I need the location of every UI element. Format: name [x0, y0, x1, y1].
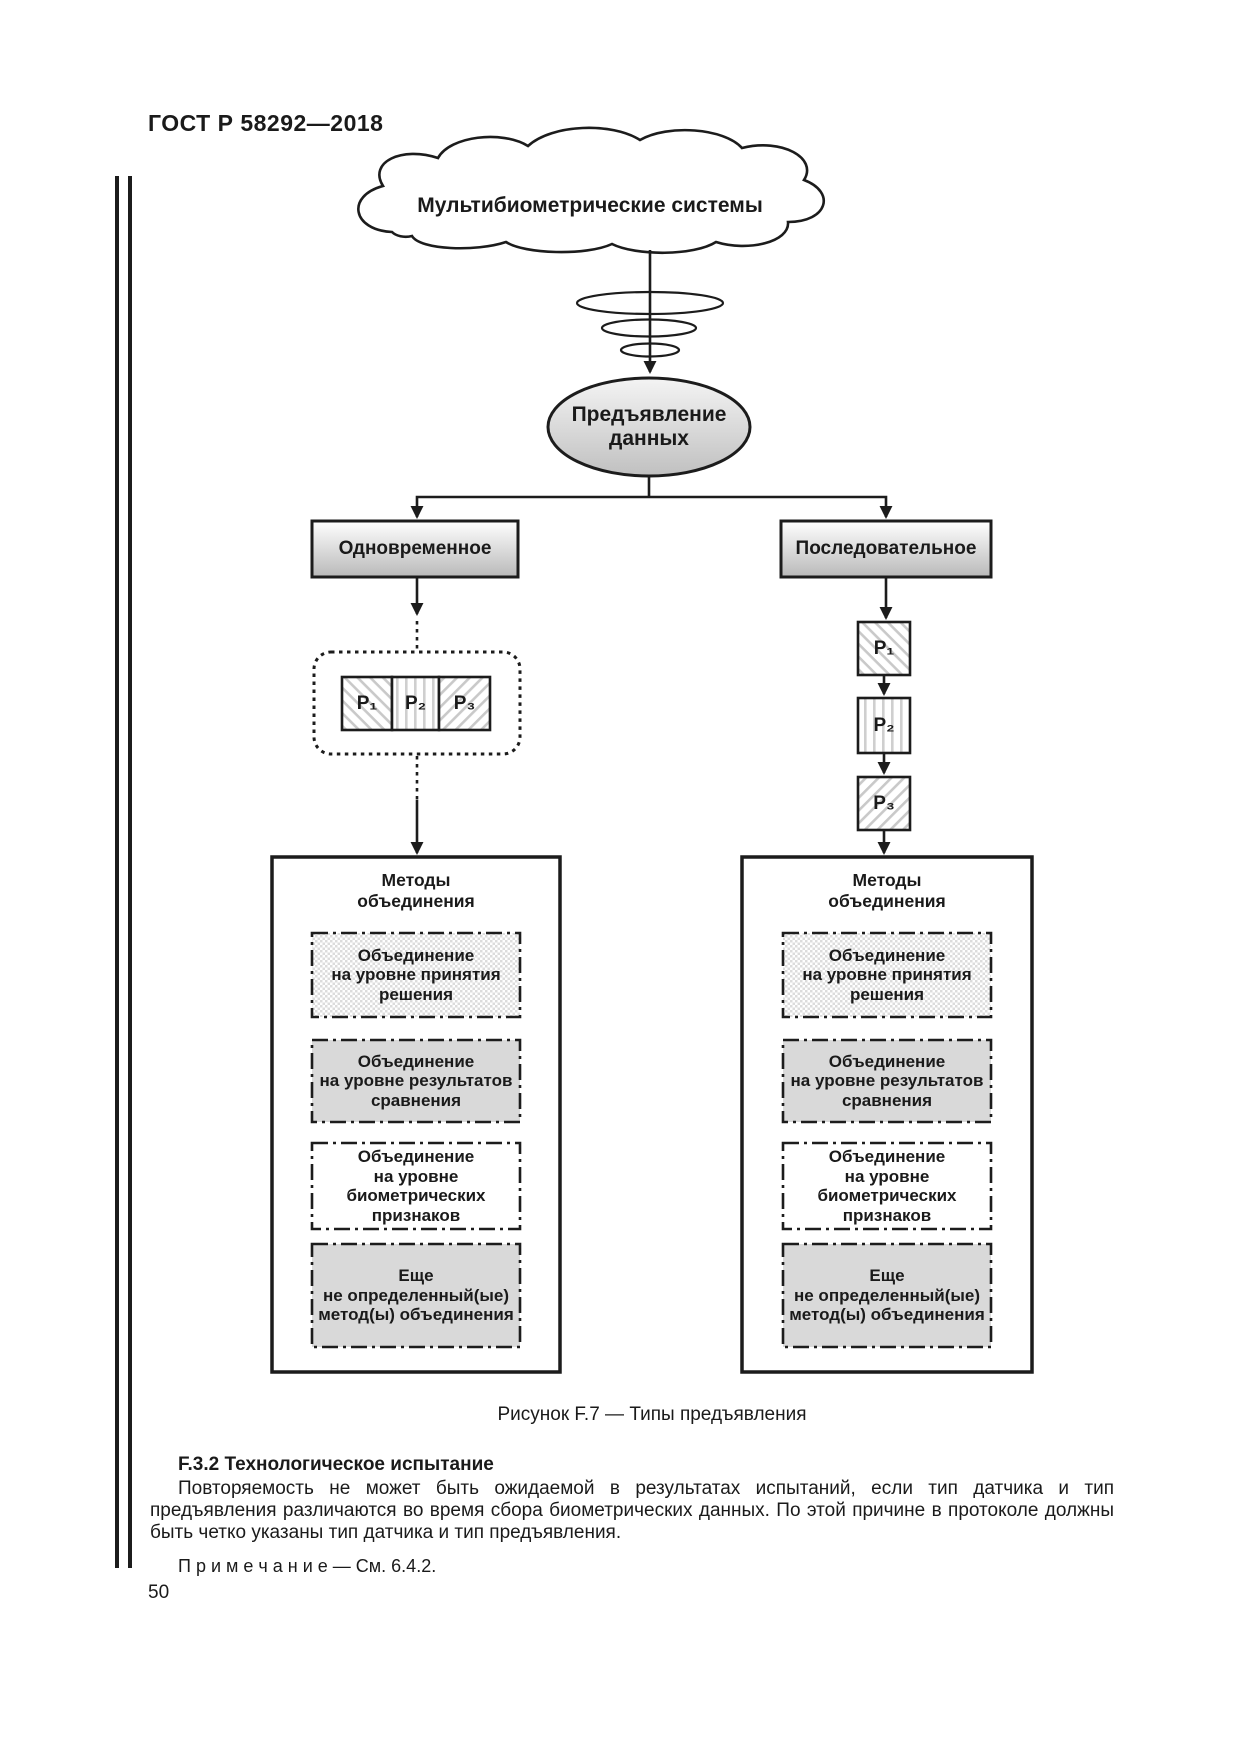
- methods-title-left: Методы объединения: [357, 870, 475, 911]
- feature-level-box-left: [310, 1141, 522, 1231]
- section-heading: F.3.2 Технологическое испытание: [178, 1454, 494, 1475]
- methods-title-right: Методы объединения: [828, 870, 946, 911]
- p3-label-left: P₃: [453, 692, 476, 714]
- decision-level-box-left: [310, 931, 522, 1019]
- undefined-methods-box-left: [310, 1242, 522, 1349]
- change-marker-bar: [128, 176, 132, 1568]
- note-line: П р и м е ч а н и е — См. 6.4.2.: [178, 1556, 437, 1576]
- feature-level-label-right: Объединение на уровне биометрических при…: [817, 1147, 957, 1225]
- page-number: 50: [148, 1582, 170, 1603]
- simultaneous-label: Одновременное: [338, 538, 492, 559]
- body-paragraph: Повторяемость не может быть ожидаемой в …: [150, 1478, 1114, 1543]
- p3-label-right: P₃: [873, 792, 895, 814]
- p2-label-right: P₂: [873, 714, 895, 736]
- cloud-label: Мультибиометрические системы: [417, 194, 763, 217]
- change-marker-bar: [115, 176, 119, 1568]
- score-level-box-right: [781, 1038, 993, 1124]
- sequential-label: Последовательное: [795, 538, 977, 559]
- score-level-label-left: Объединение на уровне результатов сравне…: [319, 1051, 513, 1110]
- feature-level-box-right: [781, 1141, 993, 1231]
- p1-box-right: [856, 620, 912, 677]
- p1-label-left: P₁: [356, 692, 378, 714]
- cloud-shape: [357, 126, 825, 255]
- score-level-label-right: Объединение на уровне результатов сравне…: [790, 1051, 984, 1110]
- decision-level-label-left: Объединение на уровне принятия решения: [331, 945, 501, 1004]
- p1-label-right: P₁: [873, 637, 895, 659]
- figure-caption: Рисунок F.7 — Типы предъявления: [497, 1404, 807, 1425]
- connector-branches: [410, 495, 893, 519]
- score-level-box-left: [310, 1038, 522, 1124]
- p2-box-right: [856, 696, 912, 755]
- p3-box-left: [437, 675, 492, 732]
- undefined-methods-label-right: Еще не определенный(ые) метод(ы) объедин…: [789, 1266, 985, 1325]
- decision-level-box-right: [781, 931, 993, 1019]
- simultaneous-box: [310, 519, 520, 579]
- decision-level-label-right: Объединение на уровне принятия решения: [802, 945, 972, 1004]
- document-title: ГОСТ Р 58292—2018: [148, 110, 384, 136]
- root-ellipse-label: Предъявление данных: [571, 403, 727, 450]
- undefined-methods-box-right: [781, 1242, 993, 1349]
- feature-level-label-left: Объединение на уровне биометрических при…: [346, 1147, 486, 1225]
- undefined-methods-label-left: Еще не определенный(ые) метод(ы) объедин…: [318, 1266, 514, 1325]
- p2-label-left: P₂: [404, 692, 427, 714]
